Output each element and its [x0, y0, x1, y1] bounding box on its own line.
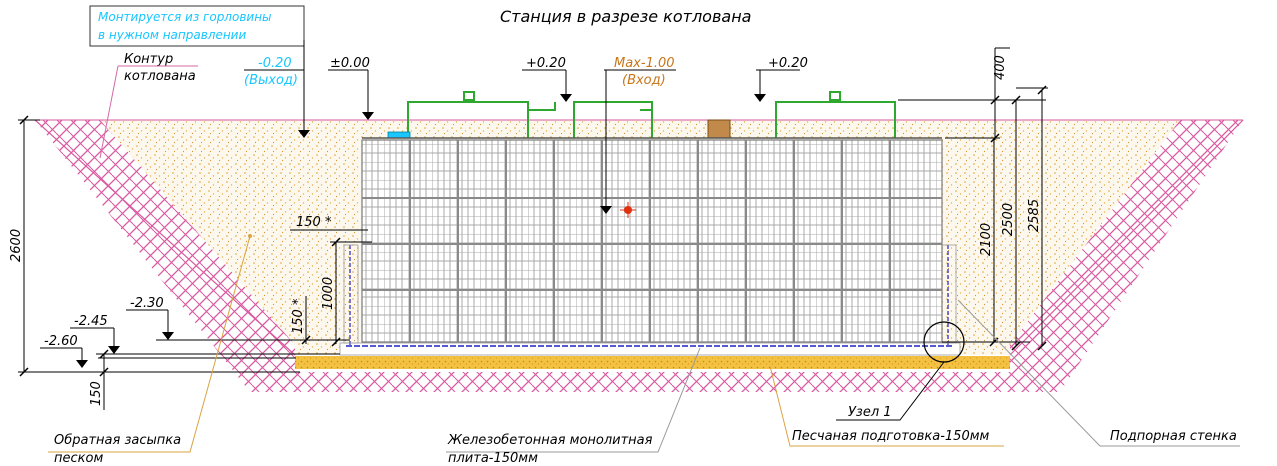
level-zero: ±0.00: [328, 56, 374, 120]
pit-contour-line: [34, 119, 1244, 356]
level-230-value: -2.30: [130, 296, 164, 311]
note-box: [89, 5, 305, 47]
cover-middle: [573, 101, 653, 138]
dim-150-side-text: 150 *: [291, 298, 306, 334]
level-outlet-label: (Выход): [244, 73, 298, 88]
backfill-label-2: песком: [54, 451, 103, 466]
dim-2600-text: 2600: [9, 229, 24, 262]
slab-label-1: Железобетонная монолитная: [447, 433, 653, 448]
level-inlet-label: (Вход): [622, 73, 666, 88]
dim-2500: 2500: [1001, 95, 1021, 351]
dim-2600: 2600: [9, 115, 300, 377]
dim-1000: 1000: [321, 237, 341, 347]
dim-150-top: 150 *: [290, 215, 372, 243]
bottom-soil: [250, 372, 1060, 392]
right-slope-soil: [1010, 120, 1243, 392]
dim-1000-text: 1000: [321, 277, 336, 310]
dim-150-bottom: 150: [89, 349, 296, 410]
cover-right: [775, 91, 896, 138]
level-260: -2.60: [40, 334, 88, 368]
drawing-title: Станция в разрезе котлована: [500, 7, 751, 26]
level-plus-left-value: +0.20: [526, 56, 566, 71]
note-line-1: Монтируется из горловины: [98, 10, 272, 24]
level-245: -2.45: [70, 314, 340, 355]
station-tank: [361, 139, 943, 343]
dim-400: 400: [898, 47, 1046, 143]
concrete-slab: [339, 342, 961, 356]
node-1-leader: [836, 361, 945, 421]
retaining-wall-label: Подпорная стенка: [1110, 429, 1237, 444]
backfill-leader: [48, 235, 251, 453]
dim-150-side: 150 *: [291, 296, 311, 345]
outlet-pipe: [387, 131, 411, 139]
note-line-2: в нужном направлении: [98, 28, 246, 42]
sand-base-layer: [295, 356, 1010, 369]
level-plus-right-value: +0.20: [768, 56, 808, 71]
cover-left: [407, 91, 556, 138]
pit-contour-label-2: котлована: [124, 69, 196, 84]
dim-400-text: 400: [993, 55, 1008, 80]
level-max-value: Max-1.00: [614, 56, 675, 71]
retaining-wall-leader: [957, 299, 1240, 447]
level-245-value: -2.45: [74, 314, 108, 329]
left-slope-soil: [35, 120, 295, 392]
pit-contour-label-1: Контур: [124, 52, 173, 67]
level-outlet-value: -0.20: [258, 56, 292, 71]
retaining-wall-left: [343, 244, 359, 344]
inlet-pipe: [707, 119, 731, 139]
level-plus-right: +0.20: [754, 56, 808, 102]
level-plus-left: +0.20: [522, 56, 572, 102]
dim-150-top-text: 150 *: [296, 215, 332, 230]
level-outlet: -0.20 (Выход): [244, 56, 310, 138]
dim-2585-text: 2585: [1027, 199, 1042, 232]
slab-leader: [446, 347, 701, 453]
level-230: -2.30: [126, 296, 350, 341]
level-260-value: -2.60: [44, 334, 78, 349]
node-1-label: Узел 1: [848, 405, 892, 420]
tank-module-dividers: [362, 140, 942, 342]
dim-2100-text: 2100: [979, 223, 994, 256]
slab-label-2: плита-150мм: [448, 451, 538, 466]
dim-150-bottom-text: 150: [89, 381, 104, 406]
backfill-label-1: Обратная засыпка: [54, 433, 181, 448]
dim-2500-text: 2500: [1001, 203, 1016, 236]
dim-2585: 2585: [1016, 85, 1048, 351]
level-zero-value: ±0.00: [330, 56, 370, 71]
sand-base-leader: [769, 365, 1004, 447]
level-max: Max-1.00 (Вход): [600, 56, 676, 218]
sand-base-label: Песчаная подготовка-150мм: [792, 429, 990, 444]
pit-contour-leader: [99, 65, 198, 159]
